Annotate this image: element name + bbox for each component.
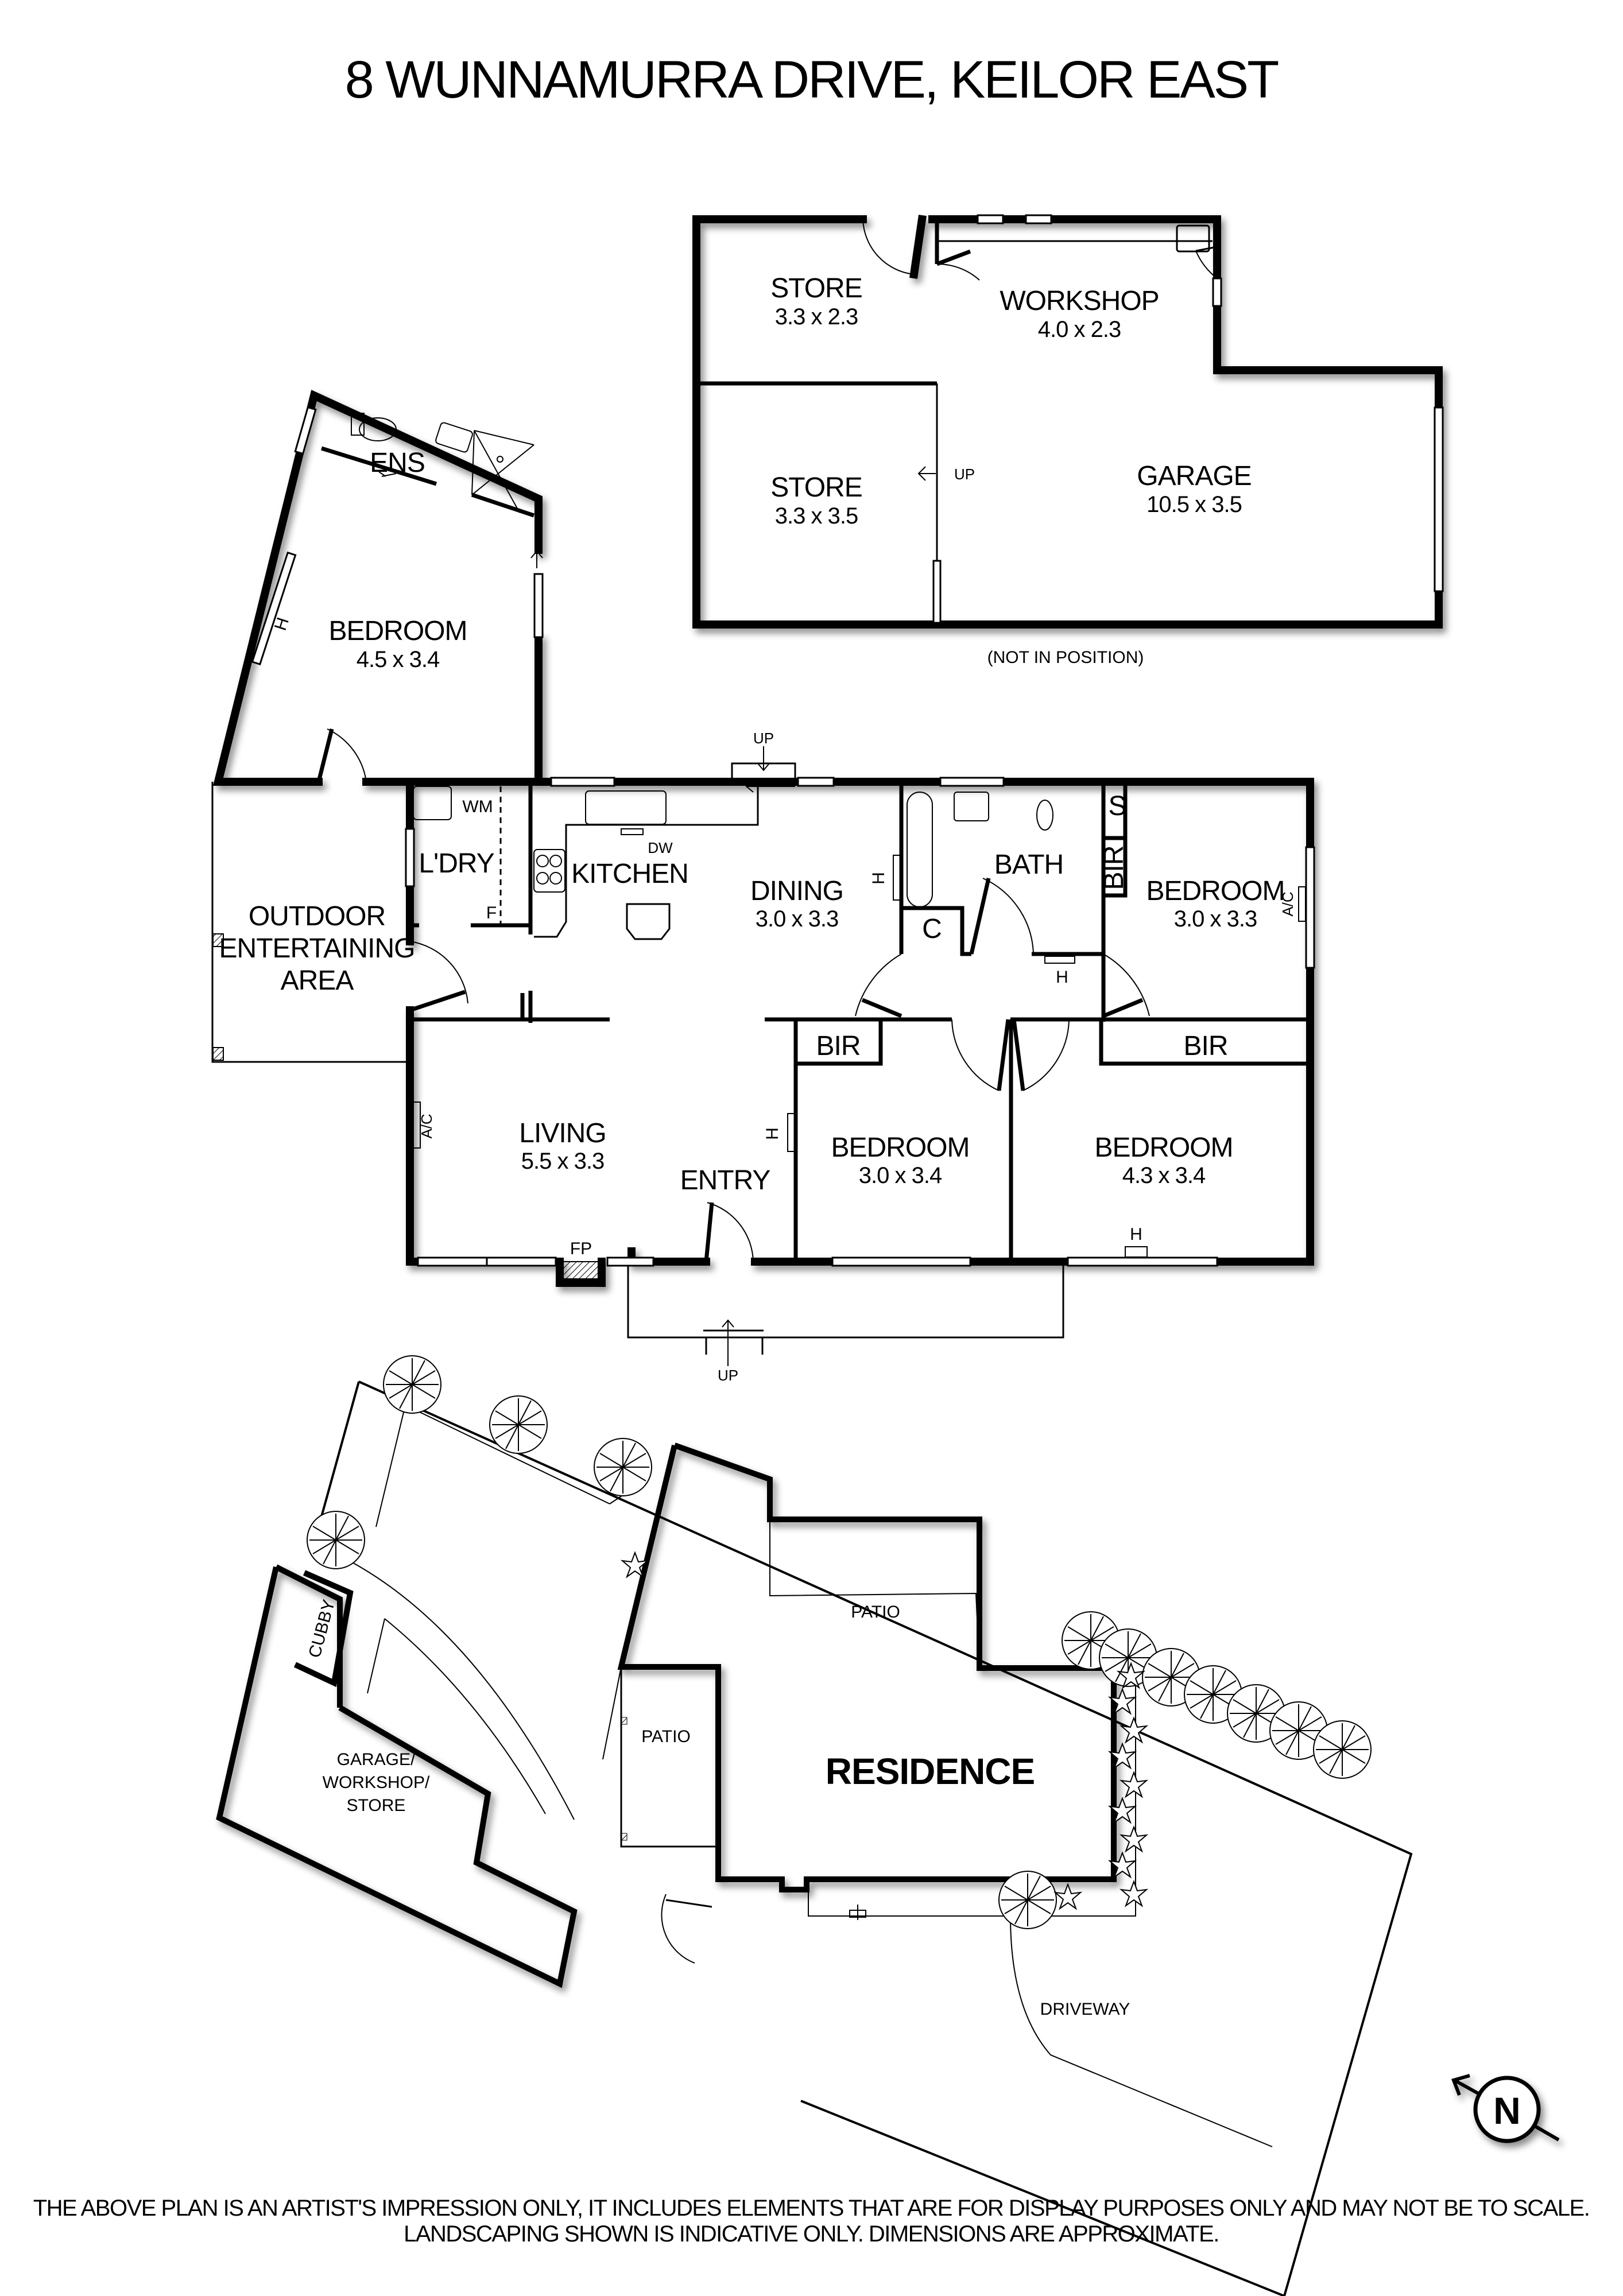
up-label: UP <box>753 730 774 747</box>
room-dims: 4.5 x 3.4 <box>357 647 440 672</box>
basin-icon <box>954 792 989 821</box>
room-dims: 4.0 x 2.3 <box>1038 317 1121 342</box>
up-label: UP <box>718 1367 738 1384</box>
room-label: LIVING <box>519 1118 606 1149</box>
pillar <box>932 560 942 624</box>
bir-label: BIR <box>1183 1031 1227 1061</box>
sink-icon <box>1176 224 1210 253</box>
patio-label: PATIO <box>641 1727 691 1746</box>
shrub-icon <box>1121 1826 1147 1852</box>
garage-label: WORKSHOP/ <box>323 1773 430 1792</box>
toilet-icon <box>1036 800 1053 831</box>
basin-icon <box>435 422 473 453</box>
tree-icon <box>998 1871 1057 1929</box>
main-house: H UP <box>211 390 1315 1384</box>
cupboard-label: C <box>922 914 942 944</box>
dishwasher-label: DW <box>648 839 673 856</box>
outdoor-label: OUTDOOR <box>249 901 385 932</box>
outdoor-label: AREA <box>281 965 354 996</box>
tree-icon <box>489 1395 548 1454</box>
north-label: N <box>1493 2089 1521 2132</box>
washing-machine-icon <box>413 786 452 820</box>
room-label: L'DRY <box>419 848 494 879</box>
disclaimer-line-2: LANDSCAPING SHOWN IS INDICATIVE ONLY. DI… <box>404 2221 1219 2247</box>
ac-label: A/C <box>1279 891 1296 916</box>
outdoor-label: ENTERTAINING <box>219 933 415 964</box>
shrub-icon <box>1121 1772 1147 1797</box>
room-label: BEDROOM <box>328 616 467 646</box>
porch <box>627 1266 1064 1339</box>
cooktop-icon <box>533 849 565 893</box>
room-dims: 5.5 x 3.3 <box>521 1149 604 1174</box>
garage-label: GARAGE/ <box>337 1750 416 1769</box>
fridge-label: F <box>486 903 497 922</box>
cubby-label: CUBBY <box>305 1597 339 1659</box>
north-compass-icon: N <box>1451 2074 1560 2143</box>
patio-label: PATIO <box>851 1603 900 1622</box>
room-label: ENS <box>370 448 425 478</box>
wm-label: WM <box>462 797 493 816</box>
residence-label: RESIDENCE <box>826 1751 1035 1792</box>
room-dims: 3.3 x 3.5 <box>775 503 858 529</box>
heater-label: H <box>869 872 888 885</box>
heater-label: H <box>271 615 293 633</box>
outbuilding: UP STORE 3.3 x 2.3 WORKSHOP 4.0 x 2.3 ST… <box>692 214 1444 667</box>
disclaimer-line-1: THE ABOVE PLAN IS AN ARTIST'S IMPRESSION… <box>33 2196 1590 2221</box>
room-label: BEDROOM <box>1146 876 1284 906</box>
shrub-icon <box>1121 1717 1147 1743</box>
heater-label: H <box>1130 1225 1142 1244</box>
island-bench <box>626 903 671 940</box>
not-in-position-note: (NOT IN POSITION) <box>987 648 1144 667</box>
page-title: 8 WUNNAMURRA DRIVE, KEILOR EAST <box>345 51 1279 109</box>
garage-label: STORE <box>347 1796 406 1815</box>
room-label: BATH <box>994 850 1063 880</box>
bir-label: BIR <box>816 1031 860 1061</box>
room-dims: 4.3 x 3.4 <box>1122 1163 1206 1188</box>
tree-icon <box>594 1438 652 1496</box>
sink-icon <box>585 790 667 825</box>
tree-icon <box>1313 1720 1372 1779</box>
site-plan: RESIDENCE PATIO PATIO CUBBY GARAGE/ WORK… <box>216 1355 1560 2296</box>
fireplace-label: FP <box>570 1239 592 1258</box>
room-dims: 3.0 x 3.3 <box>756 906 838 932</box>
room-dims: 10.5 x 3.5 <box>1146 492 1242 517</box>
tree-icon <box>307 1511 365 1569</box>
heater-label: H <box>1056 968 1068 987</box>
room-label: KITCHEN <box>571 859 688 889</box>
room-dims: 3.0 x 3.4 <box>859 1163 942 1188</box>
room-label: DINING <box>750 876 843 906</box>
door-swing <box>862 219 915 275</box>
driveway-label: DRIVEWAY <box>1040 2000 1130 2019</box>
room-label: GARAGE <box>1137 461 1251 491</box>
room-label: BEDROOM <box>1094 1133 1233 1163</box>
bir-label: BIR <box>1099 846 1129 890</box>
heater-label: H <box>763 1127 782 1140</box>
storage-label: S <box>1108 791 1126 821</box>
room-dims: 3.0 x 3.3 <box>1174 906 1257 932</box>
room-label: ENTRY <box>680 1165 770 1196</box>
room-label: STORE <box>770 472 862 503</box>
shrub-icon <box>1055 1884 1081 1909</box>
up-label: UP <box>954 466 975 483</box>
room-dims: 3.3 x 2.3 <box>775 304 858 329</box>
ac-label: A/C <box>418 1114 435 1138</box>
toilet-icon <box>359 417 397 441</box>
room-label: STORE <box>770 273 862 304</box>
bathtub-icon <box>907 792 933 907</box>
shrub-icon <box>1121 1881 1147 1906</box>
room-label: BEDROOM <box>831 1133 969 1163</box>
tree-icon <box>383 1355 441 1414</box>
room-label: WORKSHOP <box>1000 286 1159 316</box>
